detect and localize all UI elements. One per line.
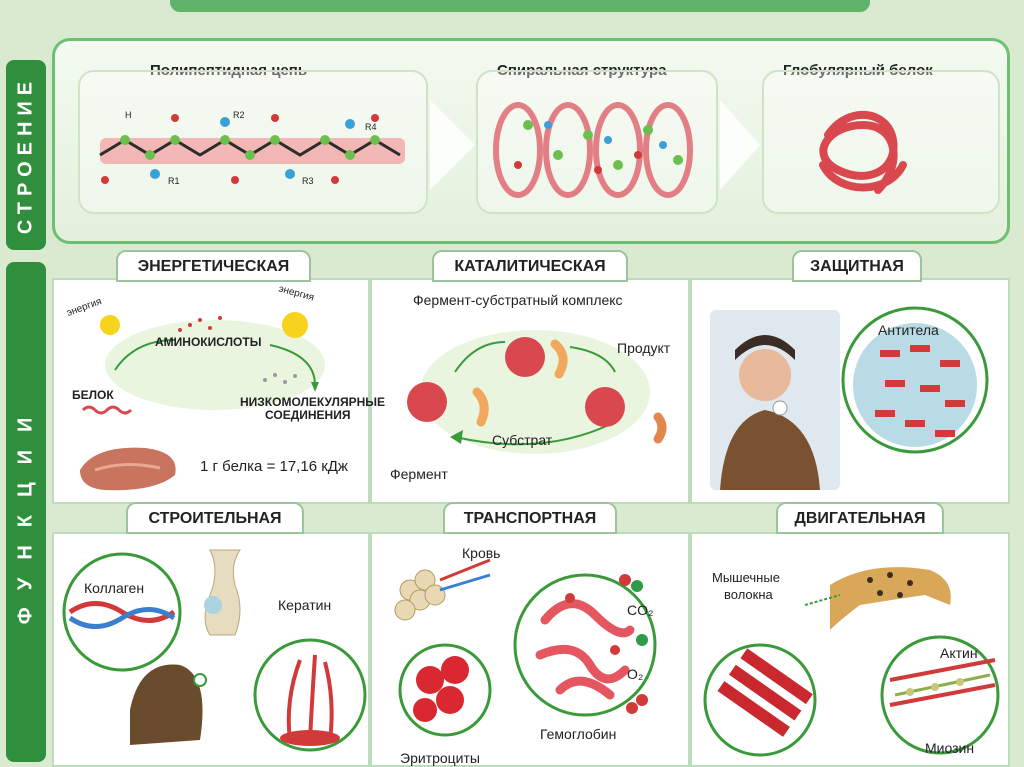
protein-label: БЕЛОК xyxy=(72,388,114,402)
atom-r2-label: R2 xyxy=(233,110,245,120)
atom-r1-label: R1 xyxy=(168,176,180,186)
catalytic-cycle-illustration xyxy=(407,330,667,454)
motor-title: ДВИГАТЕЛЬНАЯ xyxy=(776,502,944,534)
lowmol-label-2: СОЕДИНЕНИЯ xyxy=(265,408,351,422)
enzyme-substrate-complex-label: Фермент-субстратный комплекс xyxy=(413,292,623,308)
motor-illustration xyxy=(703,567,1000,757)
atom-h-label: H xyxy=(125,110,132,120)
structure-label-text: СТРОЕНИЕ xyxy=(14,75,37,235)
collagen-label: Коллаген xyxy=(84,580,145,596)
section-label-structure: СТРОЕНИЕ xyxy=(6,60,46,250)
enzyme-label: Фермент xyxy=(390,466,448,482)
myosin-label: Миозин xyxy=(925,740,975,756)
amino-acids-label: АМИНОКИСЛОТЫ xyxy=(155,335,262,349)
top-banner-strip xyxy=(170,0,870,12)
erythrocytes-label: Эритроциты xyxy=(400,750,480,766)
o2-label: O₂ xyxy=(627,666,644,682)
hemoglobin-label: Гемоглобин xyxy=(540,726,617,742)
transport-title: ТРАНСПОРТНАЯ xyxy=(443,502,617,534)
polypeptide-chain-illustration xyxy=(99,114,405,184)
blood-label: Кровь xyxy=(462,545,501,561)
structural-title: СТРОИТЕЛЬНАЯ xyxy=(126,502,304,534)
co2-label: CO₂ xyxy=(627,602,654,618)
antibodies-label: Антитела xyxy=(878,322,939,338)
transport-illustration xyxy=(394,558,657,737)
meat-icon xyxy=(80,447,176,491)
energy-title: ЭНЕРГЕТИЧЕСКАЯ xyxy=(116,250,311,282)
arrow-right-icon xyxy=(430,100,475,190)
section-label-functions: ФУНКЦИИ xyxy=(6,262,46,762)
actin-label: Актин xyxy=(940,645,978,661)
protective-title: ЗАЩИТНАЯ xyxy=(792,250,922,282)
keratin-label: Кератин xyxy=(278,597,332,613)
arrow-right-icon xyxy=(720,100,760,190)
atom-r4-label: R4 xyxy=(365,122,377,132)
catalytic-title: КАТАЛИТИЧЕСКАЯ xyxy=(432,250,628,282)
lowmol-label-1: НИЗКОМОЛЕКУЛЯРНЫЕ xyxy=(240,395,386,409)
functions-label-text: ФУНКЦИИ xyxy=(14,399,37,625)
muscle-fibers-label-1: Мышечные xyxy=(712,570,780,585)
energy-formula: 1 г белка = 17,16 кДж xyxy=(200,458,348,475)
atom-r3-label: R3 xyxy=(302,176,314,186)
spiral-structure-illustration xyxy=(493,102,693,198)
energy-cycle-illustration xyxy=(81,312,325,415)
substrate-label: Субстрат xyxy=(492,432,553,448)
muscle-fibers-label-2: волокна xyxy=(724,587,773,602)
protective-illustration xyxy=(710,306,989,490)
structural-illustration xyxy=(62,549,367,752)
globular-protein-illustration xyxy=(819,110,907,194)
product-label: Продукт xyxy=(617,340,671,356)
